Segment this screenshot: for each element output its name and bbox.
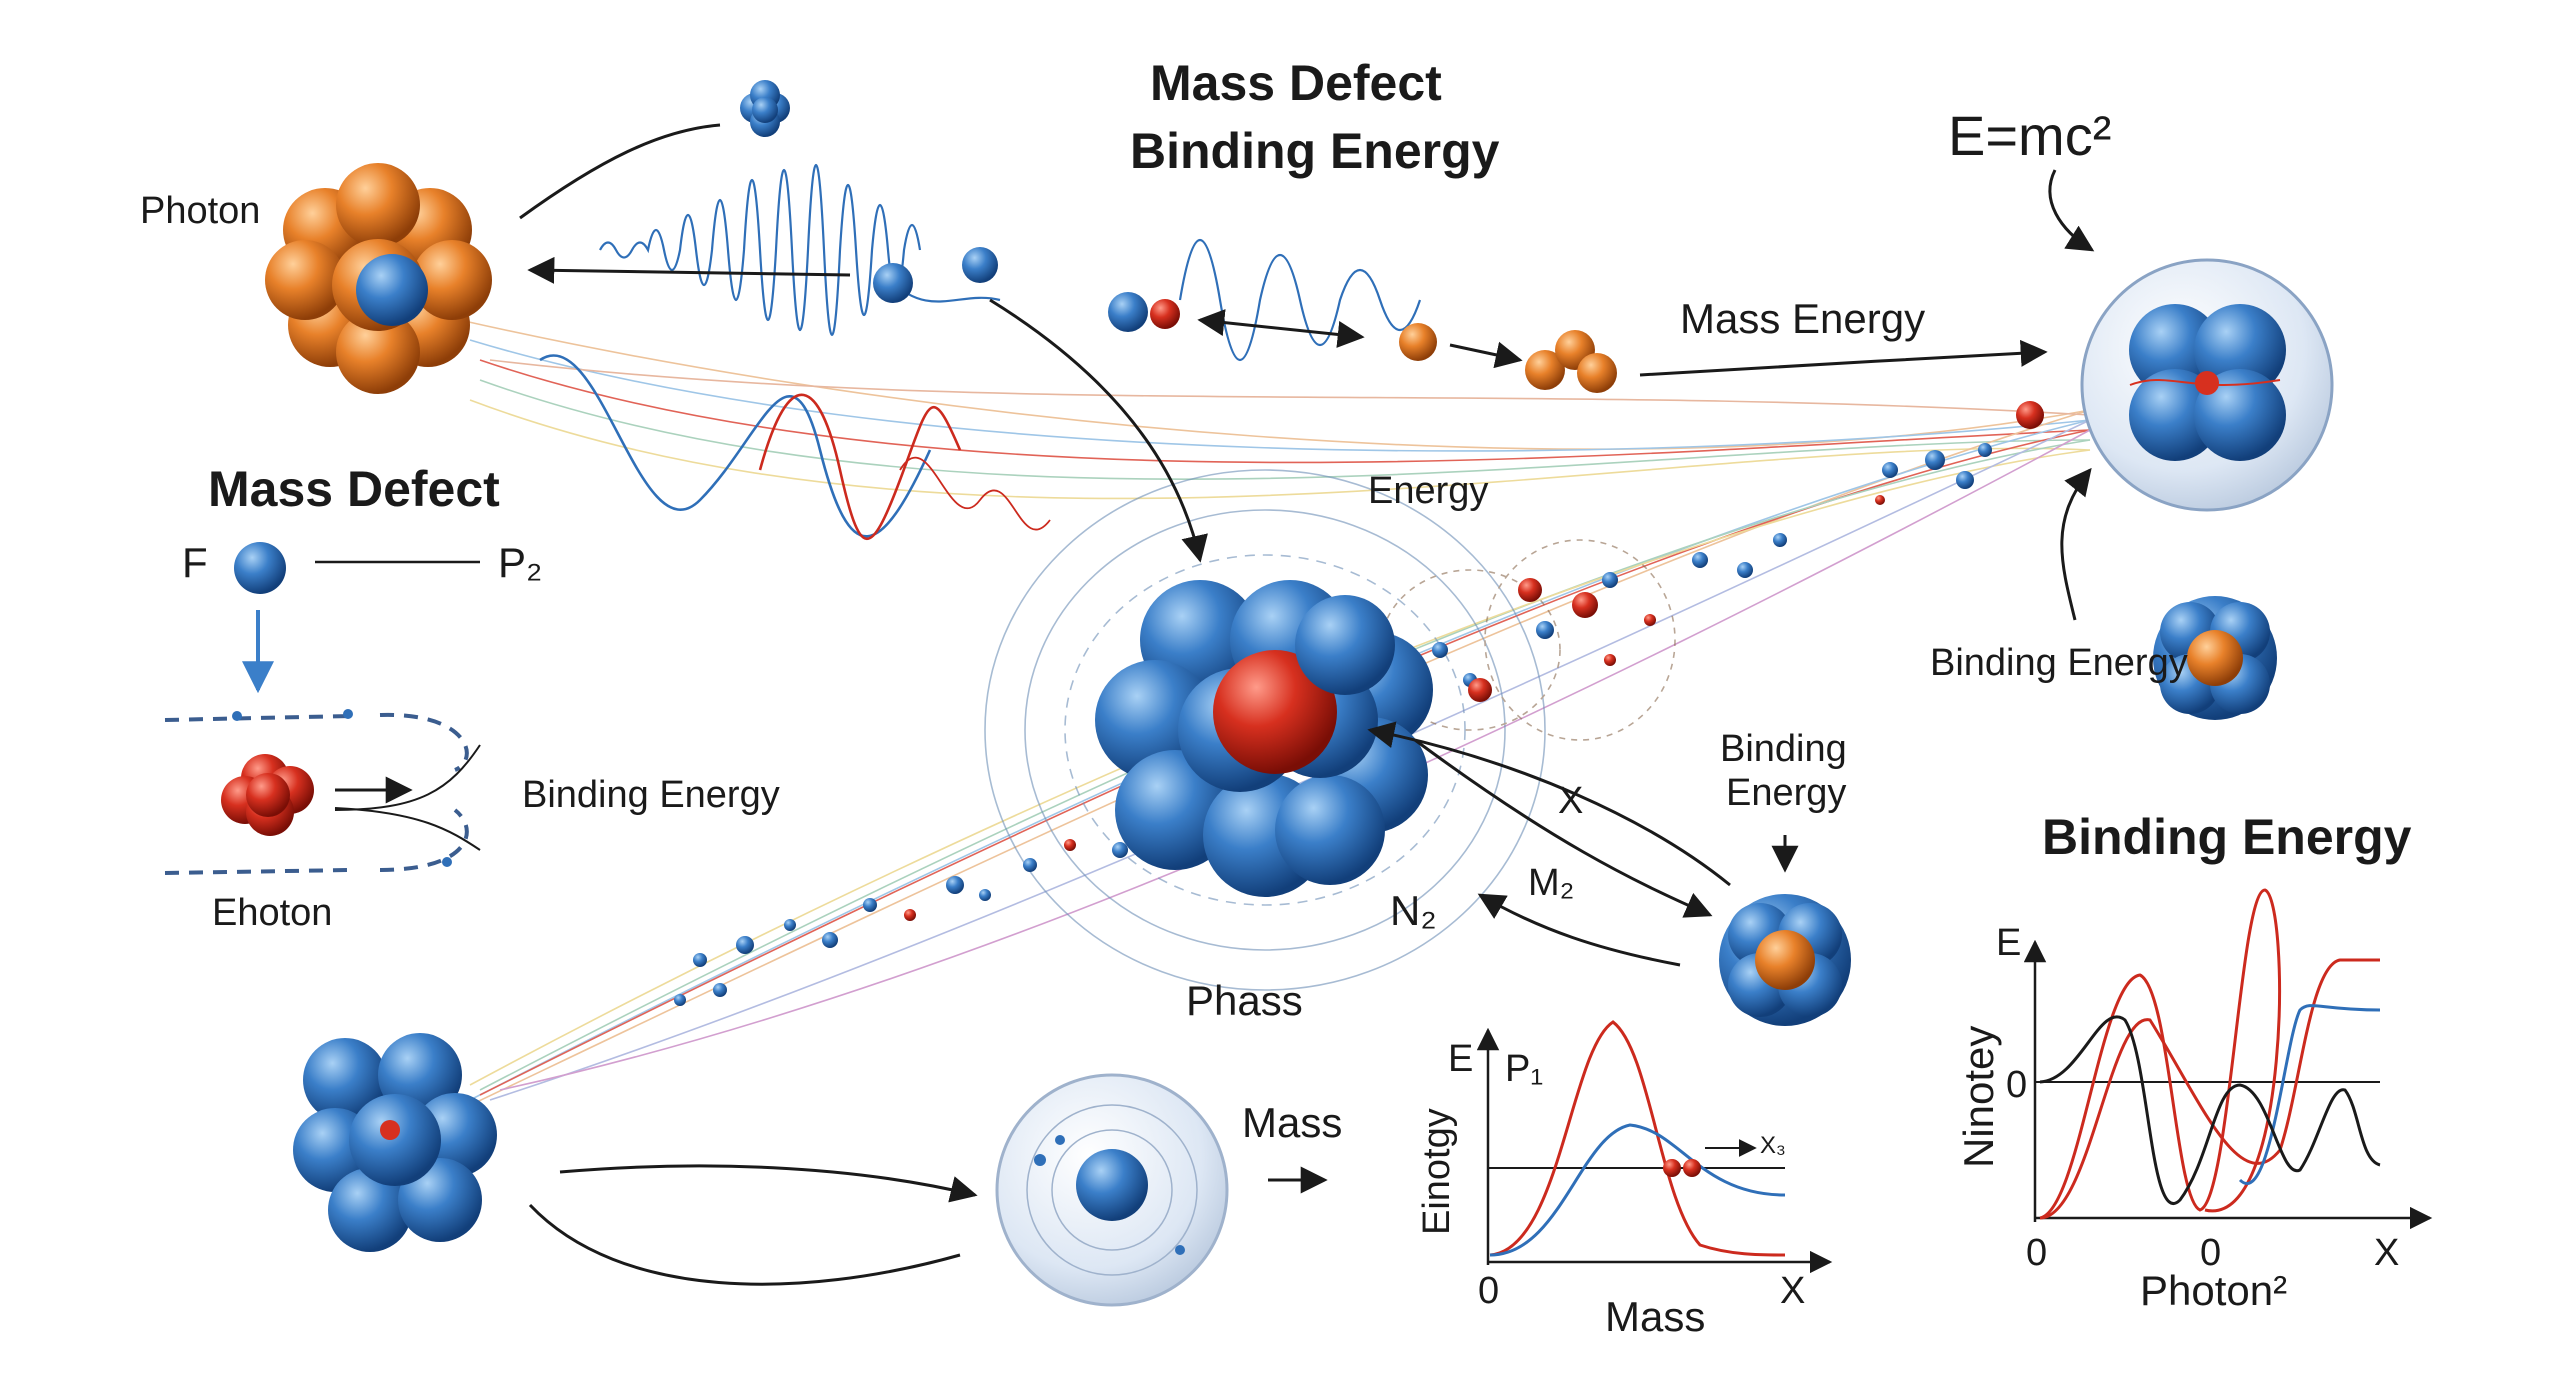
photon-wave-mid	[539, 354, 1051, 541]
graph-right-x-zero-left: 0	[2026, 1232, 2048, 1274]
top-particles	[873, 247, 1617, 393]
emc2-label: E=mc²	[1948, 104, 2112, 167]
mass-bubble	[995, 1073, 1229, 1307]
graph-left-p1-label: P₁	[1505, 1048, 1544, 1090]
ehoton-label: Ehoton	[212, 892, 333, 934]
title-line-2: Binding Energy	[1130, 123, 1500, 179]
graph-right-x-zero-mid: 0	[2200, 1232, 2222, 1274]
f-label: F	[182, 539, 208, 586]
graph-right-x-label: Photon²	[2140, 1267, 2288, 1314]
graph-left-e-label: E	[1448, 1038, 1474, 1080]
m2-label: M₂	[1528, 862, 1575, 904]
central-arrows	[1367, 721, 1799, 967]
central-nucleus	[1095, 580, 1433, 897]
small-cluster-top	[740, 80, 790, 137]
emc2-bubble	[2080, 258, 2334, 512]
bottom-arrows	[528, 1164, 1328, 1286]
graph-left-y-label: Einotgy	[1416, 1108, 1458, 1235]
energy-label: Energy	[1368, 470, 1489, 512]
mass-defect-label: Mass Defect	[208, 461, 500, 517]
phass-label: Phass	[1186, 977, 1303, 1024]
graph-left-x-end: X	[1780, 1270, 1806, 1312]
binding-nucleus-right	[2153, 596, 2277, 720]
graph-right-e-label: E	[1996, 922, 2022, 964]
n2-label: N₂	[1390, 887, 1437, 934]
graph-right-y-label: Ninotey	[1955, 1025, 2002, 1168]
bottom-left-nucleus	[293, 1033, 497, 1252]
binding-energy-right-label: Binding Energy	[1930, 642, 2188, 684]
graph-right-x-end: X	[2374, 1232, 2400, 1274]
mass-defect-panel	[164, 542, 481, 875]
photon-label: Photon	[140, 190, 261, 232]
graph-right-zero-y: 0	[2006, 1064, 2028, 1106]
graph-left-x-label: Mass	[1605, 1293, 1706, 1340]
graph-left-x3-label: X₃	[1760, 1132, 1786, 1159]
graph-left-origin: 0	[1478, 1270, 1500, 1312]
binding-nucleus-mid	[1719, 894, 1851, 1026]
title-line-1: Mass Defect	[1150, 55, 1442, 111]
photon-nucleus	[265, 163, 492, 394]
binding-label-mid-2: Energy	[1726, 772, 1847, 814]
central-orbits	[984, 469, 1676, 991]
mass-label: Mass	[1242, 1099, 1343, 1146]
graph-right-title: Binding Energy	[2042, 809, 2412, 865]
top-arrows	[519, 123, 2095, 621]
mass-energy-label: Mass Energy	[1680, 295, 1926, 342]
binding-label-mid-1: Binding	[1720, 728, 1847, 770]
graph-left	[1476, 1020, 1833, 1274]
graph-right	[2023, 888, 2433, 1230]
p2-label: P₂	[498, 539, 543, 586]
binding-energy-left-label: Binding Energy	[522, 774, 780, 816]
x-mark-label: X	[1558, 780, 1584, 822]
particle-stream	[674, 401, 2044, 1006]
